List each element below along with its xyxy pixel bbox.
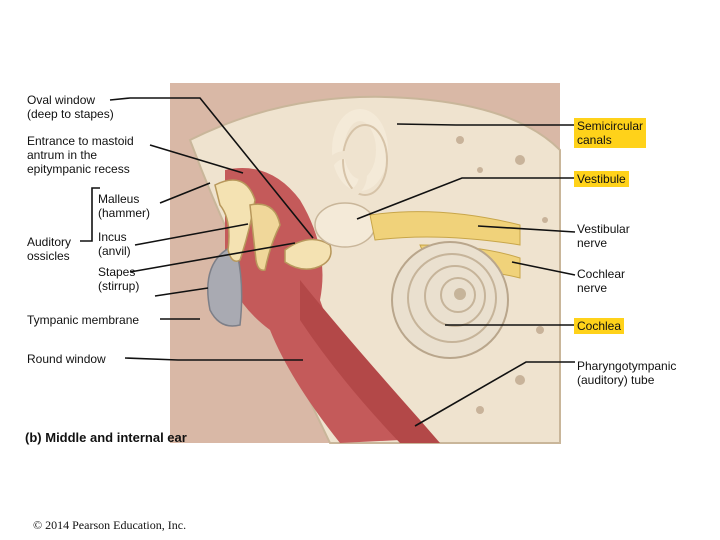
tympanic-membrane	[207, 243, 243, 327]
caption-text: Middle and internal ear	[45, 430, 187, 445]
caption-tag: (b)	[25, 430, 42, 445]
leader-incus	[134, 223, 249, 246]
figure-caption: (b) Middle and internal ear	[25, 430, 187, 445]
label-pharyngotympanic-tube: Pharyngotympanic(auditory) tube	[577, 359, 677, 387]
leader-malleus	[159, 182, 211, 204]
leader-cochlear-nerve	[511, 261, 576, 276]
semicircular-canal-2	[342, 124, 388, 196]
label-malleus: Malleus(hammer)	[98, 192, 151, 220]
incus-bone	[249, 203, 281, 272]
leader-semicircular	[396, 123, 575, 126]
vestibular-nerve-bundle	[369, 211, 521, 246]
label-vestibule: Vestibule	[574, 171, 629, 187]
label-stapes: Stapes(stirrup)	[98, 265, 140, 293]
leader-round-window	[124, 357, 303, 361]
leader-oval-window	[109, 97, 314, 239]
label-incus: Incus(anvil)	[98, 230, 131, 258]
leader-mastoid	[149, 144, 244, 174]
cochlea-shell	[391, 241, 509, 359]
stapes-bone	[284, 238, 332, 270]
leader-lines	[80, 97, 576, 427]
semicircular-canal-3	[323, 151, 367, 199]
leader-pharyngotympanic	[414, 361, 575, 427]
leader-stapes	[129, 242, 296, 273]
vestibule-chamber	[314, 202, 376, 248]
leader-vestibular-nerve	[477, 225, 576, 233]
leader-bracket	[80, 187, 100, 242]
label-round-window: Round window	[27, 352, 106, 366]
copyright-notice: © 2014 Pearson Education, Inc.	[33, 518, 187, 532]
label-oval-window: Oval window(deep to stapes)	[27, 93, 114, 121]
label-tympanic-membrane: Tympanic membrane	[27, 313, 140, 327]
leader-vestibule	[356, 177, 575, 220]
leader-stirrup	[154, 287, 209, 297]
malleus-bone	[214, 179, 256, 262]
label-cochlea: Cochlea	[574, 318, 625, 334]
